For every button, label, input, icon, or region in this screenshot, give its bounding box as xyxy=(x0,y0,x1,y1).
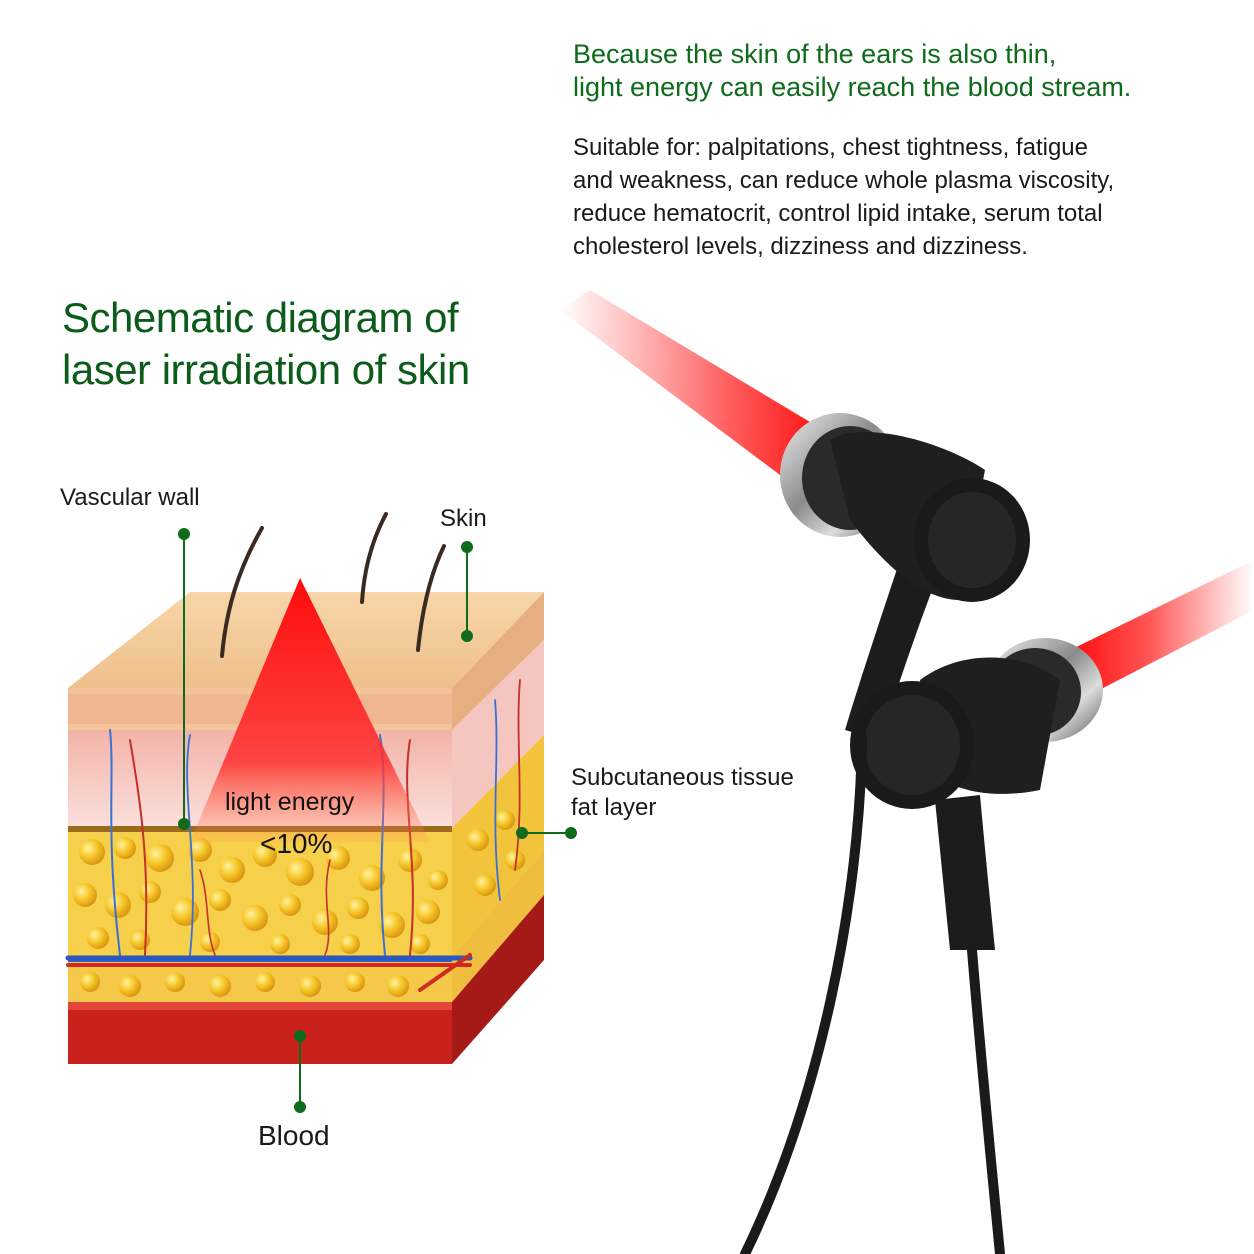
diagram-headline: Schematic diagram of laser irradiation o… xyxy=(62,292,542,396)
hair-strands xyxy=(220,512,446,658)
label-vascular-wall: Vascular wall xyxy=(60,484,200,511)
headline-line-1: Schematic diagram of xyxy=(62,294,459,341)
laser-beam-upper xyxy=(560,290,840,490)
label-skin: Skin xyxy=(440,505,487,532)
intro-line-2: light energy can easily reach the blood … xyxy=(573,72,1132,102)
description-line-2: and weakness, can reduce whole plasma vi… xyxy=(573,167,1115,194)
label-pointers xyxy=(178,528,577,1113)
intro-line-1: Because the skin of the ears is also thi… xyxy=(573,39,1057,69)
earbud-upper xyxy=(780,413,1030,740)
description-line-1: Suitable for: palpitations, chest tightn… xyxy=(573,134,1088,161)
laser-cone xyxy=(190,578,430,842)
label-blood: Blood xyxy=(258,1120,330,1151)
headline-line-2: laser irradiation of skin xyxy=(62,346,470,393)
label-subcutaneous-2: fat layer xyxy=(571,794,657,821)
label-light-percent: <10% xyxy=(260,828,333,859)
laser-beam-lower xyxy=(1060,560,1254,700)
description-text: Suitable for: palpitations, chest tightn… xyxy=(573,131,1213,263)
label-light-energy: light energy xyxy=(225,788,355,816)
earbud-cables xyxy=(740,733,1005,1254)
label-subcutaneous-1: Subcutaneous tissue xyxy=(571,764,794,791)
intro-text: Because the skin of the ears is also thi… xyxy=(573,38,1233,104)
earbud-lower xyxy=(850,638,1103,950)
skin-cross-section xyxy=(65,512,544,1064)
description-line-3: reduce hematocrit, control lipid intake,… xyxy=(573,200,1103,227)
description-line-4: cholesterol levels, dizziness and dizzin… xyxy=(573,233,1028,260)
